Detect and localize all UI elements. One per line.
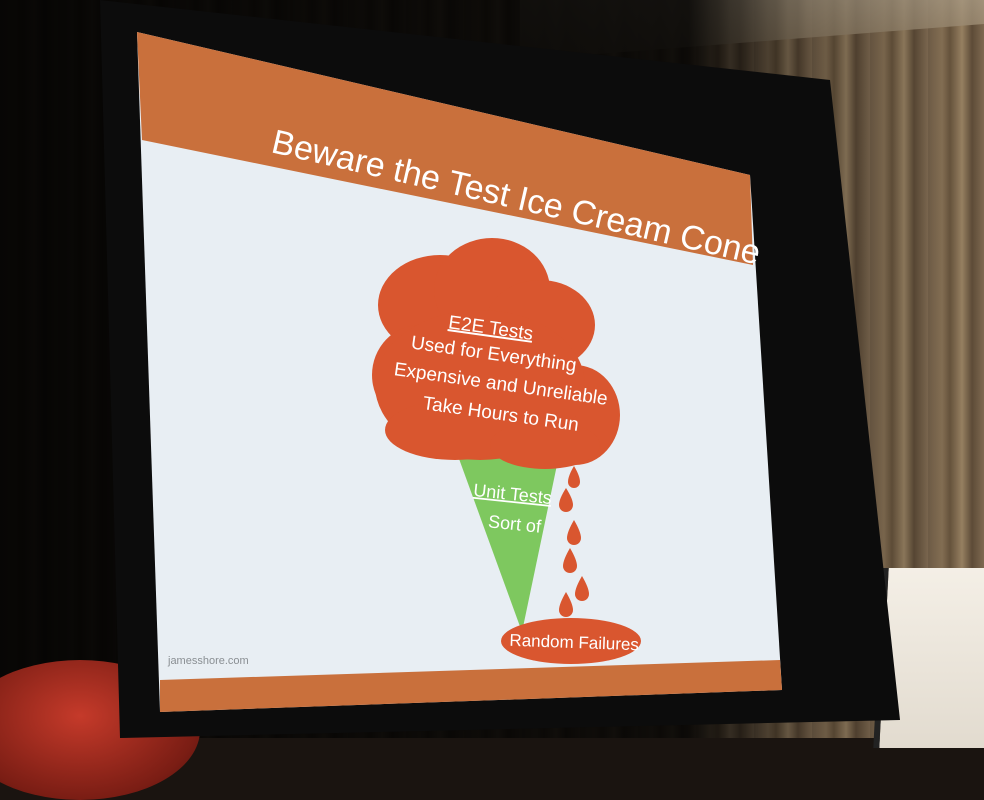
drips [559,466,589,617]
footer-url: jamesshore.com [167,655,249,667]
cone-shape [458,456,558,632]
random-failures-label: Random Failures [509,631,639,655]
bottom-banner [160,660,782,712]
cloud-shape [372,238,620,469]
failure-puddle [501,618,641,664]
title-banner [137,32,753,265]
projection-screen: Beware the Test Ice Cream Cone E2E Tests… [100,0,900,738]
